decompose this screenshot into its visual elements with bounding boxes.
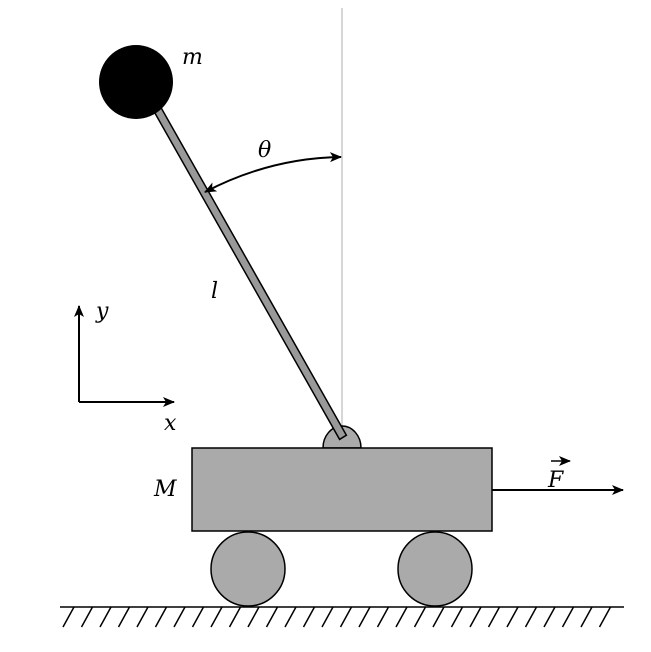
ground-hatch-line [376, 606, 390, 628]
cart-mass-label: M [153, 477, 177, 502]
ground-hatch-line [580, 606, 593, 628]
ground-hatch-line [80, 606, 94, 628]
ground-hatch-line [284, 606, 297, 628]
x-axis-label: x [164, 411, 177, 436]
ground [60, 606, 624, 628]
y-axis-label: y [95, 299, 109, 324]
ground-hatching [62, 606, 612, 628]
ground-hatch-line [321, 606, 334, 628]
pendulum-bob [99, 45, 173, 119]
wheel-left [210, 531, 286, 607]
ground-hatch-line [173, 606, 186, 628]
pendulum-rod [153, 106, 348, 441]
ground-hatch-line [450, 606, 464, 628]
ground-hatch-line [395, 606, 408, 628]
ground-hatch-line [265, 606, 279, 628]
ground-hatch-line [228, 606, 242, 628]
ground-hatch-line [210, 606, 223, 628]
ground-hatch-line [302, 606, 316, 628]
angle-label: θ [258, 138, 271, 163]
ground-hatch-line [506, 606, 519, 628]
ground-hatch-line [561, 606, 575, 628]
ground-hatch-line [413, 606, 427, 628]
ground-hatch-line [136, 606, 149, 628]
ground-hatch-line [99, 606, 112, 628]
rod-length-label: l [211, 279, 218, 304]
ground-hatch-line [358, 606, 371, 628]
angle-arc-arrow [204, 152, 342, 193]
pendulum-mass-label: m [182, 45, 203, 70]
ground-hatch-line [543, 606, 556, 628]
ground-hatch-line [62, 606, 75, 628]
ground-hatch-line [191, 606, 205, 628]
force-label: F [547, 468, 564, 493]
ground-hatch-line [432, 606, 445, 628]
wheel-right [397, 531, 473, 607]
ground-hatch-line [469, 606, 482, 628]
ground-hatch-line [524, 606, 538, 628]
ground-hatch-line [339, 606, 353, 628]
ground-hatch-line [247, 606, 260, 628]
ground-hatch-line [154, 606, 168, 628]
ground-hatch-line [487, 606, 501, 628]
ground-hatch-line [117, 606, 131, 628]
ground-hatch-line [598, 606, 612, 628]
cart-body [191, 447, 493, 532]
